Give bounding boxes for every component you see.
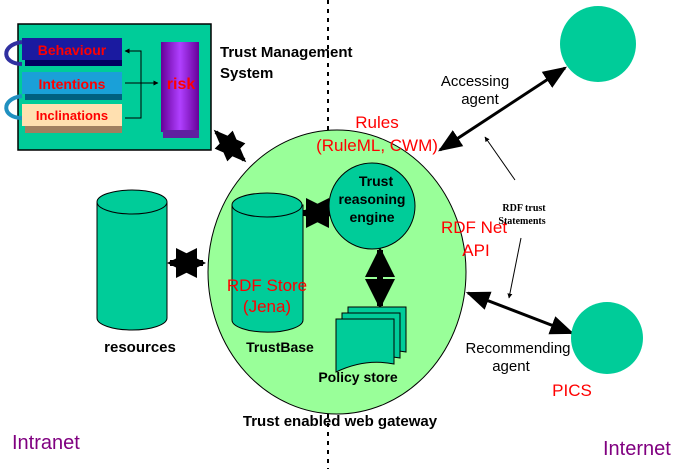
layer-intentions: Intentions xyxy=(39,76,106,92)
engine-label: engine xyxy=(349,209,394,225)
gateway-title: Trust enabled web gateway xyxy=(243,413,438,430)
trustbase-cylinder xyxy=(231,192,304,333)
rdf-arrow-up xyxy=(484,136,516,181)
layer-behaviour: Behaviour xyxy=(38,42,107,58)
layer-inclinations: Inclinations xyxy=(36,108,108,123)
arrow-gateway-accessing xyxy=(437,66,568,152)
recommending-agent-circle xyxy=(571,302,643,374)
net-api-label: RDF Net xyxy=(441,218,507,237)
rdf-store-label: (Jena) xyxy=(243,297,291,316)
trustbase-label: TrustBase xyxy=(246,339,314,355)
policy-store-icon xyxy=(335,306,407,373)
recommending-agent-label: agent xyxy=(492,358,530,375)
accessing-agent-label: Accessing xyxy=(441,73,509,90)
tms-title: Trust Management xyxy=(220,44,353,61)
engine-label: Trust xyxy=(359,173,394,189)
net-api-label: API xyxy=(462,241,489,260)
engine-label: reasoning xyxy=(339,191,406,207)
resources-label: resources xyxy=(104,339,176,356)
rdf-arrow-down xyxy=(507,237,522,299)
trust-management-box: Behaviour Intentions Inclinations risk xyxy=(4,23,212,151)
tms-title: System xyxy=(220,65,273,82)
feedback-arrow-icon xyxy=(4,40,23,66)
risk-label: risk xyxy=(167,76,196,93)
rules-label: Rules xyxy=(355,113,398,132)
rdf-store-label: RDF Store xyxy=(227,276,307,295)
policy-store-label: Policy store xyxy=(318,369,398,385)
internet-label: Internet xyxy=(603,438,671,460)
accessing-agent-circle xyxy=(560,6,636,82)
rdf-statements-label: Statements xyxy=(498,216,545,227)
intranet-label: Intranet xyxy=(12,432,80,454)
recommending-agent-label: Recommending xyxy=(465,340,570,357)
rdf-statements-label: RDF trust xyxy=(502,203,546,214)
rules-label: (RuleML, CWM) xyxy=(316,136,438,155)
arrow-gateway-recommending xyxy=(465,291,575,335)
reasoning-engine-circle xyxy=(328,162,416,250)
feedback-arrow-icon xyxy=(4,94,23,120)
resources-cylinder xyxy=(96,189,168,331)
accessing-agent-label: agent xyxy=(461,91,499,108)
arrow-tms-gateway xyxy=(213,129,247,163)
pics-label: PICS xyxy=(552,381,592,400)
